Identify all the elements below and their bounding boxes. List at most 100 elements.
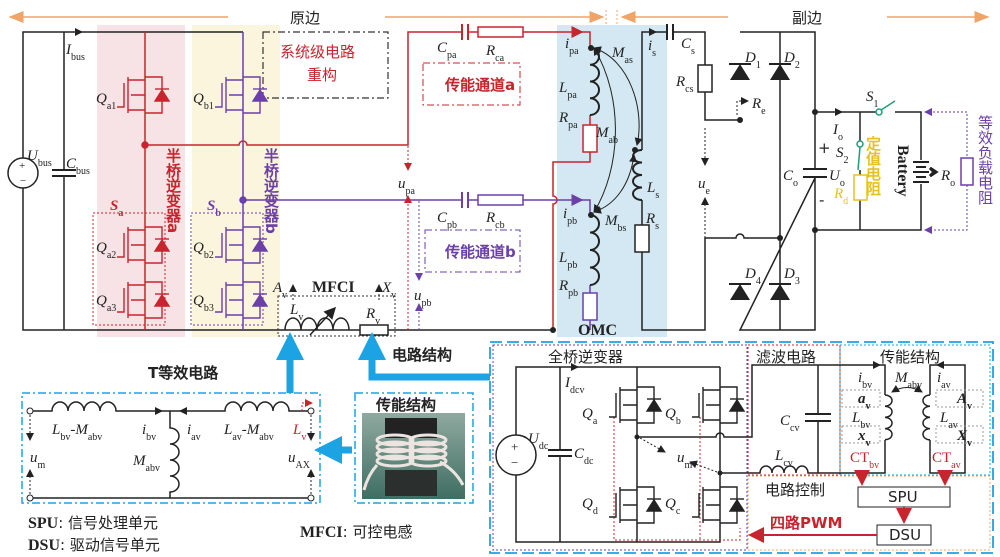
- full-bridge-box: [492, 344, 748, 551]
- label-lpb: Lpb: [558, 250, 577, 271]
- legend-spu: SPU: 信号处理单元: [28, 514, 158, 532]
- resistor-rv: [359, 324, 389, 336]
- label-re: Re: [751, 96, 766, 117]
- label-qa3: Qa3: [96, 293, 116, 314]
- mfci-control-section: 全桥逆变器 滤波电路 传能结构 电路控制 +− SPU DSU: [489, 341, 994, 554]
- label-ps-av: av: [858, 391, 871, 412]
- resistor-rpa: [582, 124, 598, 153]
- mosfet-qc: [692, 486, 746, 524]
- label-rpa: Rpa: [558, 110, 578, 131]
- switch-s1[interactable]: [875, 108, 883, 116]
- label-av-top: Av: [272, 280, 287, 301]
- channel-b-wiring: [239, 32, 598, 330]
- label-io: Io: [832, 122, 843, 143]
- battery-label: Battery: [894, 145, 911, 197]
- label-qa2: Qa2: [96, 240, 116, 261]
- label-s2: S2: [836, 145, 849, 166]
- label-rca: Rca: [485, 43, 505, 64]
- mfci-label: MFCI: [312, 279, 355, 296]
- mosfet-qb1: [215, 76, 269, 114]
- fixed-resistor-label: 定值电阻: [864, 135, 882, 196]
- label-qb3: Qb3: [193, 293, 214, 314]
- resistor-rpb: [582, 292, 598, 321]
- resistor-rcb: [477, 194, 524, 206]
- label-ls: Ls: [646, 180, 659, 201]
- t-equiv-title: T等效电路: [148, 364, 219, 382]
- label-d4: D4: [744, 266, 761, 287]
- power-structure-photo-panel: 传能结构: [354, 392, 474, 504]
- label-t-mabv: Mabv: [132, 453, 160, 474]
- diode-d4: [729, 283, 751, 300]
- switch-s2[interactable]: [856, 140, 864, 148]
- label-uo: Uo: [829, 168, 845, 189]
- label-qc: Qc: [665, 496, 681, 517]
- label-t-um: um: [30, 450, 46, 471]
- label-rcb: Rcb: [485, 210, 505, 231]
- label-cdc: Cdc: [574, 446, 594, 467]
- circuit-structure-label: 电路结构: [392, 346, 452, 364]
- channel-b-label: 传能通道b: [444, 243, 516, 261]
- mosfet-qa: [609, 386, 663, 424]
- label-lv: Lv: [289, 302, 303, 323]
- filter-box: [747, 344, 841, 476]
- mosfet-qb2: [215, 226, 269, 264]
- sa-switch-group: [92, 212, 166, 326]
- full-bridge-title: 全桥逆变器: [548, 348, 623, 366]
- label-ccv: Ccv: [780, 413, 799, 434]
- equiv-load-label: 等效负载电阻: [976, 114, 994, 205]
- label-ps-Av: Av: [956, 391, 972, 412]
- label-udc: Udc: [528, 431, 549, 452]
- label-ubus: Ubus: [27, 148, 52, 169]
- voltage-arrows-primary: [404, 146, 423, 330]
- label-idcv: Idcv: [564, 375, 584, 396]
- label-t-iav: iav: [187, 422, 201, 443]
- label-is: is: [648, 38, 656, 59]
- label-qa: Qa: [582, 406, 598, 427]
- label-cpb: Cpb: [437, 210, 457, 231]
- plus-sign: +: [818, 139, 831, 157]
- label-ro: Ro: [940, 168, 955, 189]
- label-ps-iav: iav: [937, 370, 951, 391]
- coupled-inductor-photo: [362, 413, 465, 499]
- mosfet-qd: [609, 486, 663, 524]
- mosfet-qa3: [117, 281, 171, 319]
- label-lcv: Lcv: [774, 448, 793, 469]
- label-ibus: Ibus: [65, 42, 85, 63]
- label-rs: Rs: [645, 211, 659, 232]
- resistor-rd: [853, 174, 868, 201]
- resistor-ro: [960, 157, 974, 186]
- label-ue: ue: [698, 176, 711, 197]
- t-equivalent-circuit: [21, 392, 321, 504]
- channel-a-label: 传能通道a: [444, 76, 515, 94]
- label-t-uax: uAX: [288, 450, 311, 471]
- label-cpa: Cpa: [437, 40, 457, 61]
- label-s1: S1: [866, 89, 879, 110]
- svg-text:−: −: [20, 175, 26, 187]
- coil-lpa: [589, 47, 600, 116]
- label-cs: Cs: [681, 36, 695, 57]
- dc-source-udc: [495, 434, 537, 476]
- label-t-lav-mabv: Lav-Mabv: [223, 422, 274, 443]
- label-rcs: Rcs: [675, 74, 694, 95]
- label-rv: Rv: [365, 306, 380, 327]
- mosfet-qb: [692, 386, 746, 424]
- rectifier-output-wiring: 定值电阻 Battery 等效负载电阻 + -: [738, 31, 994, 331]
- resistor-rca: [477, 26, 524, 38]
- coil-lpb: [589, 214, 600, 286]
- flow-arrows: [276, 332, 490, 464]
- mosfet-qa2: [117, 226, 171, 264]
- primary-side-label: 原边: [290, 9, 320, 27]
- label-mbs: Mbs: [604, 213, 627, 234]
- label-ctbv: CTbv: [850, 450, 879, 471]
- label-xv-top: Xv: [381, 280, 396, 301]
- diode-d3: [769, 283, 791, 300]
- dsu-label: DSU: [889, 526, 921, 544]
- mfci-block: MFCI: [277, 279, 396, 337]
- label-qd: Qd: [582, 496, 598, 517]
- svg-text:+: +: [511, 439, 518, 454]
- mosfet-qb3: [215, 281, 269, 319]
- label-sb: Sb: [207, 198, 221, 219]
- label-ps-xv: xv: [857, 428, 871, 449]
- label-mas: Mas: [611, 45, 633, 66]
